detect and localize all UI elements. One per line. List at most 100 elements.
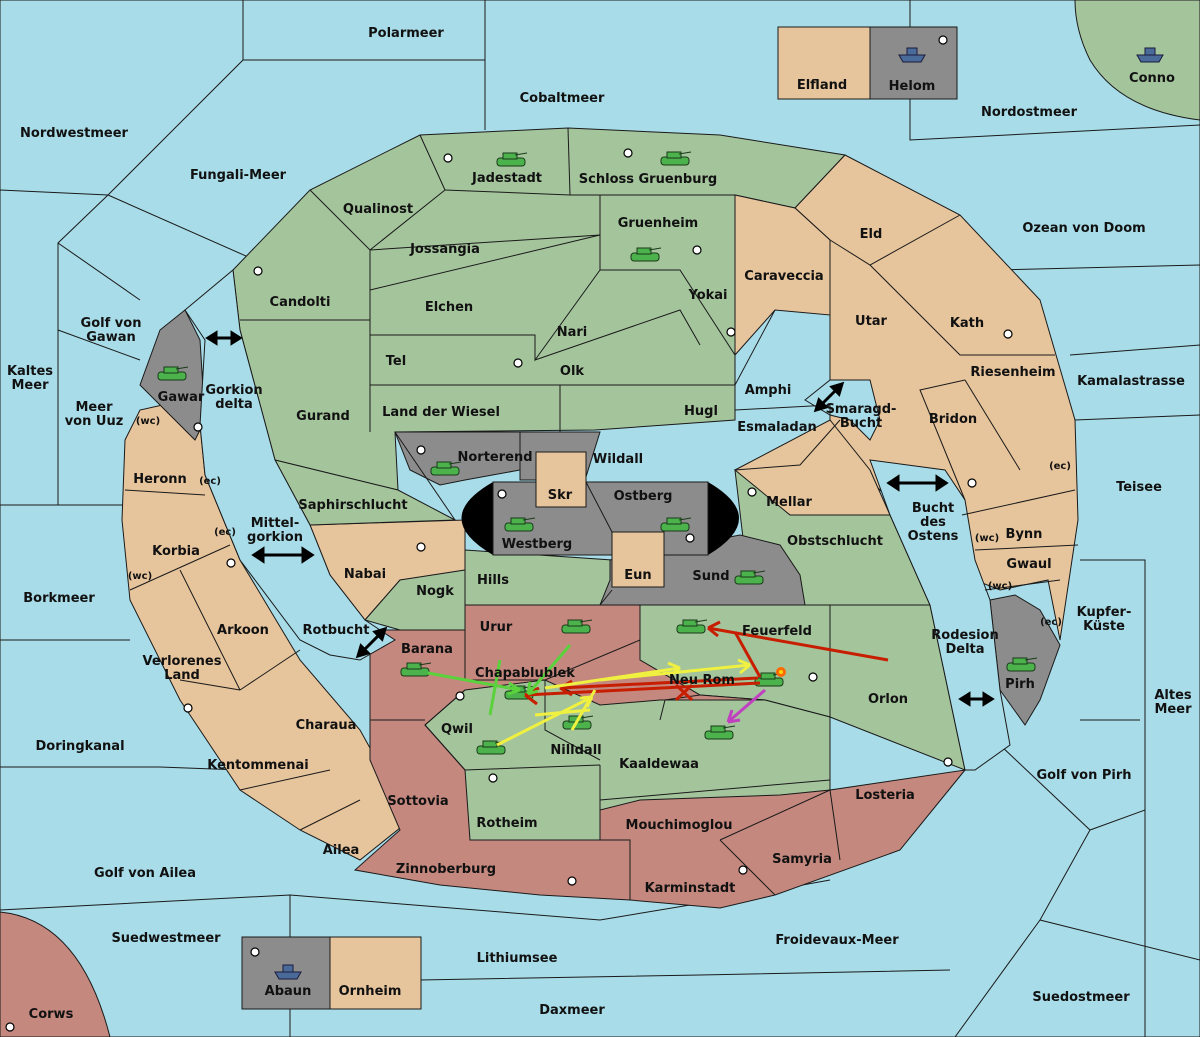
bucht-des-ostens <box>869 459 1011 771</box>
order-arrows <box>427 620 889 747</box>
region-label: (wc) <box>988 581 1012 592</box>
region-label: Sund <box>692 569 729 584</box>
region-label: Suedwestmeer <box>111 931 221 946</box>
region-label: Eun <box>624 568 651 583</box>
region-label: Nabai <box>344 567 386 582</box>
region-label: Urur <box>480 620 513 635</box>
conno-region <box>1074 0 1200 121</box>
region-label: Zinnoberburg <box>396 862 496 877</box>
region-label: Eld <box>860 227 883 242</box>
region-label: Conno <box>1129 71 1175 86</box>
region-label: Westberg <box>502 537 572 552</box>
region-label: Nari <box>557 325 588 340</box>
region-labels: Polarmeer Cobaltmeer Nordwestmeer Fungal… <box>7 26 1192 1022</box>
elfland-box <box>777 26 871 100</box>
region-label: (ec) <box>1049 461 1071 472</box>
region-label: Kupfer-Küste <box>1077 605 1132 634</box>
army-unit-gruenheim <box>630 247 662 262</box>
army-unit-sund <box>734 570 766 585</box>
army-unit-nilldall <box>562 715 594 730</box>
region-label: Bynn <box>1006 527 1043 542</box>
region-borders <box>124 127 1079 900</box>
region-label: Esmaladan <box>737 420 817 435</box>
region-label: (wc) <box>136 416 160 427</box>
region-label: (ec) <box>1040 617 1062 628</box>
region-label: Gawar <box>158 390 205 405</box>
region-label: Nogk <box>416 584 454 599</box>
army-unit-jadestadt <box>496 152 528 167</box>
region-label: Karminstadt <box>645 881 736 896</box>
region-label: Bridon <box>929 412 977 427</box>
region-label: Qualinost <box>343 202 413 217</box>
region-label: Rotheim <box>476 816 537 831</box>
region-label: Utar <box>855 314 888 329</box>
region-label: (ec) <box>199 476 221 487</box>
region-label: (ec) <box>214 527 236 538</box>
region-label: Jossangia <box>409 242 480 257</box>
region-label: Teisee <box>1116 480 1162 495</box>
region-label: Skr <box>548 488 573 503</box>
inner-waters <box>184 269 1011 771</box>
region-label: Barana <box>401 642 453 657</box>
region-label: Norterend <box>457 450 532 465</box>
region-label: Kentommenai <box>207 758 308 773</box>
region-label: Ozean von Doom <box>1022 221 1145 236</box>
region-label: Mittel-gorkion <box>247 516 303 545</box>
region-label: Borkmeer <box>23 591 95 606</box>
army-unit-feuerfeld <box>676 619 708 634</box>
region-label: Chapablublek <box>475 666 575 681</box>
region-label: Sottovia <box>387 794 448 809</box>
central-capsule <box>461 451 739 588</box>
region-label: Saphirschlucht <box>298 498 407 513</box>
passage-arrows <box>205 330 995 707</box>
region-label: Ailea <box>323 843 360 858</box>
region-label: Schloss Gruenburg <box>579 172 717 187</box>
ornheim-box <box>329 936 422 1010</box>
region-label: Heronn <box>133 472 187 487</box>
region-label: Rotbucht <box>303 623 370 638</box>
region-label: Lithiumsee <box>477 951 558 966</box>
region-label: Hills <box>477 573 509 588</box>
region-label: Losteria <box>855 788 915 803</box>
army-unit-urur <box>561 619 593 634</box>
region-label: Amphi <box>745 383 792 398</box>
region-label: Pirh <box>1005 677 1035 692</box>
region-label: Smaragd-Bucht <box>826 402 897 431</box>
region-label: Cobaltmeer <box>520 91 605 106</box>
region-label: (wc) <box>128 571 152 582</box>
region-label: Nilldall <box>550 743 601 758</box>
region-label: Riesenheim <box>970 365 1055 380</box>
region-label: Gruenheim <box>618 216 698 231</box>
region-label: Ostberg <box>614 489 673 504</box>
army-unit-barana <box>400 662 432 677</box>
region-label: Samyria <box>772 852 832 867</box>
region-label: Kath <box>950 316 984 331</box>
army-unit-ostberg <box>660 517 692 532</box>
region-label: Helom <box>889 79 936 94</box>
gorkion-delta <box>184 269 396 661</box>
region-label: Golf von Pirh <box>1036 768 1131 783</box>
region-label: Doringkanal <box>35 739 124 754</box>
region-label: Elchen <box>425 300 473 315</box>
region-label: Abaun <box>265 984 312 999</box>
region-label: Wildall <box>593 452 643 467</box>
region-label: Nordostmeer <box>981 105 1078 120</box>
region-label: Mouchimoglou <box>626 818 733 833</box>
explosion-icon <box>776 667 786 677</box>
army-unit-norterend <box>430 461 462 476</box>
region-label: Polarmeer <box>368 26 444 41</box>
fleet-unit-conno <box>1136 47 1164 63</box>
region-label: Suedostmeer <box>1032 990 1130 1005</box>
region-label: Charaua <box>296 718 357 733</box>
fleet-unit-helom <box>898 47 926 63</box>
region-label: Gurand <box>296 409 350 424</box>
region-label: Yokai <box>687 288 727 303</box>
region-label: Neu Rom <box>669 673 735 688</box>
region-label: Gwaul <box>1006 557 1051 572</box>
region-label: Jadestadt <box>471 171 542 186</box>
region-label: Kaaldewaa <box>619 757 699 772</box>
